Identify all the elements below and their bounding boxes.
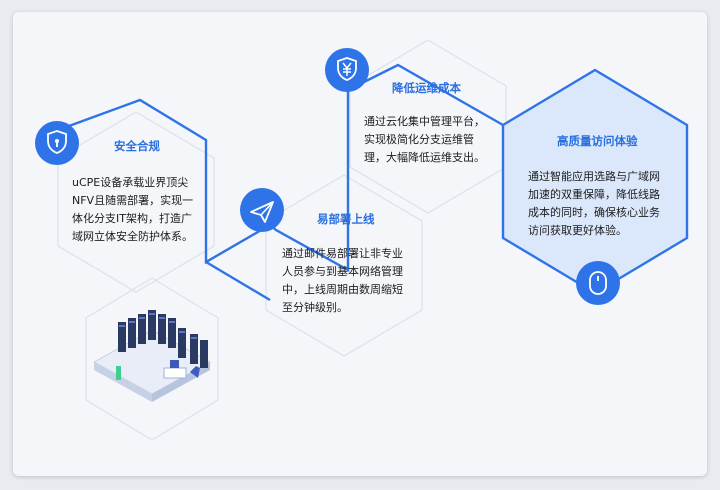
yen-shield-icon [325,48,369,92]
cost-line: 通过云化集中管理平台， [364,114,485,128]
experience-line: 成本的同时，确保核心业务 [528,205,660,219]
safety-title: 安全合规 [114,139,160,153]
deploy-description: 通过邮件易部署让非专业 人员参与到基本网络管理 中，上线周期由数周缩短 至分钟级… [282,246,403,314]
deploy-line: 通过邮件易部署让非专业 [282,246,403,260]
experience-line: 访问获取更好体验。 [528,223,627,237]
send-icon [240,188,284,232]
datacenter-illustration [92,310,212,402]
cost-title: 降低运维成本 [392,81,461,95]
safety-line: 域网立体安全防护体系。 [72,229,193,243]
mouse-icon [576,261,620,305]
deploy-line: 中，上线周期由数周缩短 [282,282,403,296]
deploy-line: 至分钟级别。 [282,300,348,314]
deploy-line: 人员参与到基本网络管理 [282,264,403,278]
safety-line: uCPE设备承载业界顶尖 [72,175,188,189]
safety-line: 体化分支IT架构，打造广 [72,211,192,225]
shield-icon [35,121,79,165]
experience-line: 通过智能应用选路与广域网 [528,169,660,183]
deploy-title: 易部署上线 [317,212,375,226]
experience-line: 加速的双重保障，降低线路 [528,187,660,201]
cost-line: 理，大幅降低运维支出。 [364,150,485,164]
safety-line: NFV且随需部署，实现一 [72,193,193,207]
experience-title: 高质量访问体验 [557,134,638,148]
safety-description: uCPE设备承载业界顶尖 NFV且随需部署，实现一 体化分支IT架构，打造广 域… [72,175,193,243]
cost-line: 实现极简化分支运维管 [364,132,474,146]
experience-description: 通过智能应用选路与广域网 加速的双重保障，降低线路 成本的同时，确保核心业务 访… [528,169,660,237]
cost-description: 通过云化集中管理平台， 实现极简化分支运维管 理，大幅降低运维支出。 [364,114,485,164]
connector-path-lower [205,260,271,302]
